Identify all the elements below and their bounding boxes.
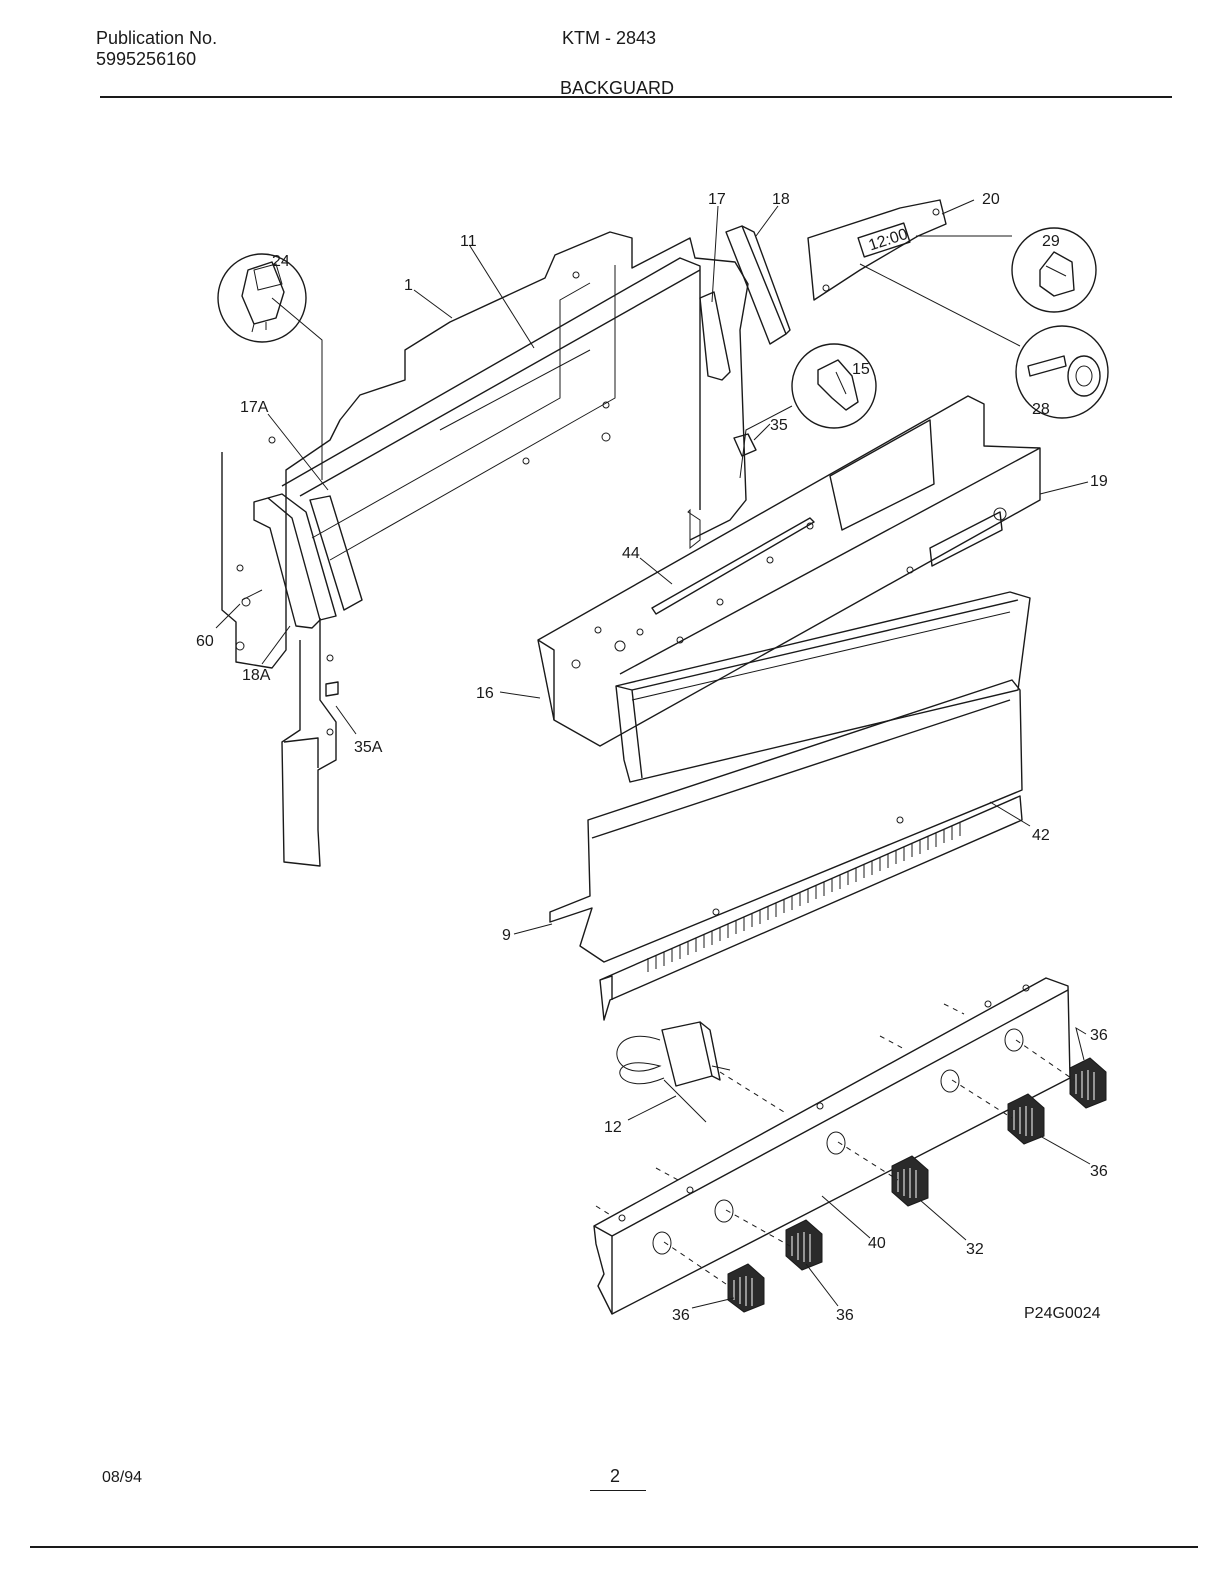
callout-16: 16: [476, 685, 494, 702]
publication-number: 5995256160: [96, 49, 197, 69]
callout-15: 15: [852, 361, 870, 378]
page-number-underline: [590, 1490, 646, 1491]
assembly-lines: [595, 1003, 1075, 1285]
callout-19: 19: [1090, 473, 1108, 490]
callout-36-right-top: 36: [1090, 1027, 1108, 1044]
knobs: [727, 1057, 1107, 1313]
leader-lines: [215, 199, 1091, 1309]
footer-date: 08/94: [102, 1469, 143, 1486]
header-rule: [100, 96, 1172, 98]
control-bracket: [593, 977, 1071, 1315]
callout-42: 42: [1032, 827, 1050, 844]
detail-shaft-28: [1015, 325, 1109, 419]
callout-1: 1: [404, 277, 413, 294]
callout-29: 29: [1042, 233, 1060, 250]
section-title: BACKGUARD: [560, 78, 675, 98]
callout-36-right: 36: [1090, 1163, 1108, 1180]
callout-17a: 17A: [240, 399, 269, 416]
callout-17: 17: [708, 191, 726, 208]
right-end-bracket: [699, 225, 791, 381]
backguard-panel: [221, 231, 749, 669]
detail-switch-24: [217, 253, 307, 343]
callout-35a: 35A: [354, 739, 383, 756]
vent-panel: [549, 679, 1023, 1021]
detail-clip-15: [791, 343, 877, 429]
callout-20: 20: [982, 191, 1000, 208]
diagram-code: P24G0024: [1024, 1305, 1101, 1322]
model-number: KTM - 2843: [562, 28, 657, 48]
footer-rule: [30, 1546, 1198, 1548]
callout-36-bottom: 36: [836, 1307, 854, 1324]
detail-knob-29: [1011, 227, 1097, 313]
callout-36-bottom-left: 36: [672, 1307, 690, 1324]
callout-11: 11: [460, 233, 477, 250]
thermostat: [616, 1021, 731, 1123]
callout-18: 18: [772, 191, 790, 208]
callout-60: 60: [196, 633, 214, 650]
callout-35: 35: [770, 417, 788, 434]
vent-slots: [647, 822, 961, 972]
publication-label: Publication No.: [96, 28, 218, 48]
glass-trim: [615, 591, 1031, 783]
callout-24: 24: [272, 253, 290, 270]
pad-35: [733, 433, 757, 457]
callout-28: 28: [1032, 401, 1050, 418]
knob-icon: [785, 1219, 823, 1271]
callout-12: 12: [604, 1119, 622, 1136]
page-number: 2: [610, 1466, 621, 1486]
knob-icon: [1069, 1057, 1107, 1109]
callout-44: 44: [622, 545, 640, 562]
callout-18a: 18A: [242, 667, 271, 684]
knob-icon: [727, 1263, 765, 1313]
control-panel: [537, 395, 1041, 747]
clock-module: 12:00: [807, 199, 947, 301]
knob-icon: [1007, 1093, 1045, 1145]
callout-40: 40: [868, 1235, 886, 1252]
callout-32: 32: [966, 1241, 984, 1258]
knob-icon: [891, 1155, 929, 1207]
clock-display-readout: 12:00: [867, 226, 910, 255]
callouts: 1 11 17 18 20 24 29 15 28 35 17A 19 44 6…: [196, 191, 1108, 1324]
callout-9: 9: [502, 927, 511, 944]
left-end-cap: [241, 493, 363, 867]
